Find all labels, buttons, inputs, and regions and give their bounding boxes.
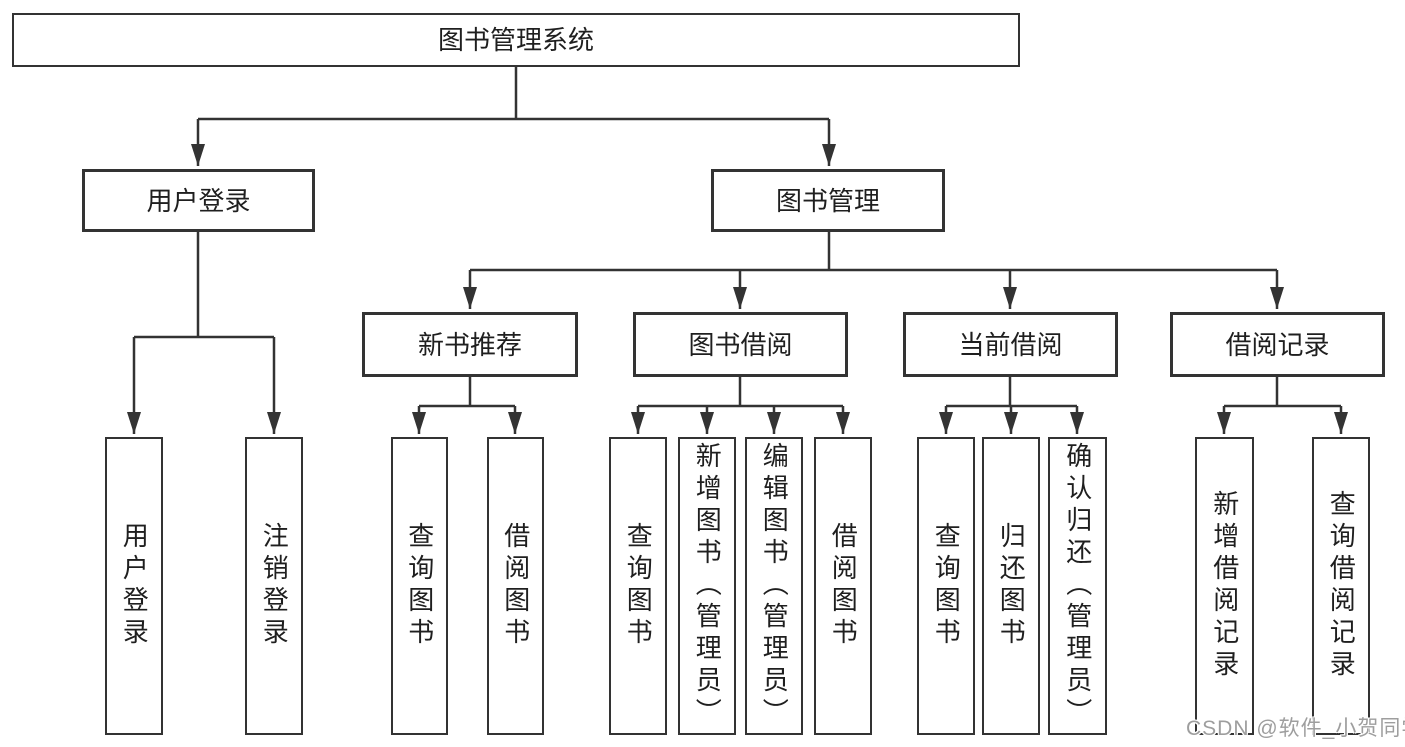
leaf-add-books-admin: 新增图书（管理员） [678, 437, 736, 735]
node-label: 编辑图书（管理员） [759, 442, 790, 730]
csdn-watermark: CSDN @软件_小贺同学 [1186, 717, 1405, 740]
node-label: 新书推荐 [417, 329, 522, 360]
node-new-book-recommend: 新书推荐 [362, 312, 578, 377]
leaf-borrow-books-recommend: 借阅图书 [487, 437, 544, 735]
node-label: 借阅图书 [828, 522, 859, 650]
node-label: 注销登录 [259, 522, 290, 650]
leaf-query-borrow-record: 查询借阅记录 [1312, 437, 1370, 735]
node-label: 新增图书（管理员） [692, 442, 723, 730]
leaf-logout: 注销登录 [245, 437, 303, 735]
node-label: 图书管理 [775, 185, 880, 216]
node-label: 用户登录 [146, 185, 251, 216]
leaf-query-books-recommend: 查询图书 [391, 437, 448, 735]
node-label: 借阅记录 [1225, 329, 1330, 360]
node-label: 归还图书 [996, 522, 1027, 650]
leaf-add-borrow-record: 新增借阅记录 [1195, 437, 1254, 735]
node-label: 查询图书 [404, 522, 435, 650]
leaf-query-books-borrow: 查询图书 [609, 437, 667, 735]
leaf-query-books-current: 查询图书 [917, 437, 975, 735]
node-label: 当前借阅 [958, 329, 1063, 360]
node-label: 新增借阅记录 [1209, 490, 1240, 682]
leaf-edit-books-admin: 编辑图书（管理员） [745, 437, 803, 735]
node-label: 借阅图书 [500, 522, 531, 650]
node-label: 图书借阅 [688, 329, 793, 360]
leaf-confirm-return-admin: 确认归还（管理员） [1048, 437, 1107, 735]
node-label: 查询图书 [623, 522, 654, 650]
node-label: 查询图书 [931, 522, 962, 650]
node-book-management: 图书管理 [711, 169, 945, 232]
leaf-borrow-books: 借阅图书 [814, 437, 872, 735]
leaf-return-books: 归还图书 [982, 437, 1040, 735]
node-label: 用户登录 [119, 522, 150, 650]
node-current-borrow: 当前借阅 [903, 312, 1118, 377]
node-book-borrow: 图书借阅 [633, 312, 848, 377]
node-label: 图书管理系统 [437, 25, 594, 55]
node-borrow-records: 借阅记录 [1170, 312, 1385, 377]
node-library-management-system: 图书管理系统 [12, 13, 1020, 67]
node-label: 确认归还（管理员） [1062, 442, 1093, 730]
node-label: 查询借阅记录 [1326, 490, 1357, 682]
leaf-user-login: 用户登录 [105, 437, 163, 735]
node-user-login: 用户登录 [82, 169, 315, 232]
